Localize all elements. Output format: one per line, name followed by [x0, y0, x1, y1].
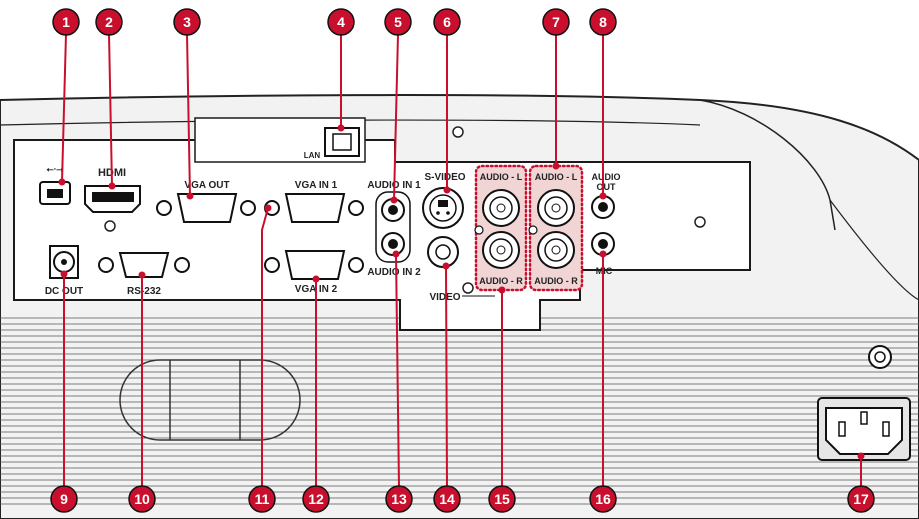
mic-label: MIC [596, 266, 613, 276]
callout-anchor-7 [552, 162, 560, 170]
audio-out-label-1: AUDIO [592, 172, 621, 182]
usb-label: ⭠∙⭢ [47, 164, 65, 174]
callout-5: 5 [384, 8, 412, 36]
callout-anchor-10 [138, 271, 146, 279]
callout-number: 5 [394, 14, 402, 30]
callout-number: 14 [439, 491, 455, 507]
body-knob [868, 345, 892, 369]
callout-number: 12 [308, 491, 324, 507]
audio-out-label-2: OUT [597, 182, 617, 192]
callout-leader-14 [445, 265, 448, 488]
callout-anchor-13 [392, 250, 400, 258]
callout-10: 10 [128, 485, 156, 513]
rs232-label: RS-232 [127, 286, 161, 297]
callout-anchor-11 [264, 204, 272, 212]
callout-8: 8 [589, 8, 617, 36]
svideo-label: S-VIDEO [424, 172, 465, 183]
callout-16: 16 [589, 485, 617, 513]
callout-6: 6 [433, 8, 461, 36]
callout-anchor-16 [599, 250, 607, 258]
callout-leader-5 [393, 33, 399, 201]
callout-7: 7 [542, 8, 570, 36]
audio-lr-group-1: AUDIO - L AUDIO - R [474, 164, 528, 292]
callout-anchor-6 [443, 186, 451, 194]
callout-number: 15 [494, 491, 510, 507]
callout-number: 4 [337, 14, 345, 30]
callout-anchor-15 [498, 286, 506, 294]
callout-1: 1 [52, 8, 80, 36]
lan-label: LAN [304, 151, 321, 160]
callout-anchor-4 [337, 124, 345, 132]
callout-anchor-1 [58, 178, 66, 186]
callout-anchor-8 [599, 192, 607, 200]
callout-number: 9 [60, 491, 68, 507]
callout-number: 10 [134, 491, 150, 507]
callout-number: 13 [391, 491, 407, 507]
callout-number: 6 [443, 14, 451, 30]
hdmi-port: HDMI [84, 167, 141, 213]
callout-number: 17 [853, 491, 869, 507]
callout-anchor-12 [312, 275, 320, 283]
speaker-grille [119, 359, 301, 441]
callout-anchor-14 [442, 262, 450, 270]
callout-anchor-3 [186, 192, 194, 200]
callout-leader-2 [108, 33, 113, 187]
callout-number: 8 [599, 14, 607, 30]
callout-number: 11 [255, 491, 270, 507]
callout-leader-13 [395, 253, 400, 488]
callout-2: 2 [95, 8, 123, 36]
audio-r-label-1: AUDIO - R [479, 276, 523, 286]
callout-14: 14 [433, 485, 461, 513]
callout-leader-11 [261, 207, 269, 487]
callout-leader-lines [58, 33, 865, 488]
callout-9: 9 [50, 485, 78, 513]
callout-number: 7 [552, 14, 560, 30]
callout-anchor-5 [390, 196, 398, 204]
callout-number: 3 [183, 14, 191, 30]
audio-l-label-2: AUDIO - L [535, 172, 578, 182]
audio-lr-group-2: AUDIO - L AUDIO - R [528, 164, 584, 292]
vga-in1-label: VGA IN 1 [295, 180, 338, 191]
audio-out-mic-ports: AUDIO OUT MIC [591, 172, 621, 276]
vga-out-label: VGA OUT [184, 180, 229, 191]
ac-power-socket [817, 397, 911, 461]
callout-anchor-2 [108, 182, 116, 190]
callout-3: 3 [173, 8, 201, 36]
callout-17: 17 [847, 485, 875, 513]
rs232-port: RS-232 [98, 252, 190, 297]
callout-4: 4 [327, 8, 355, 36]
callout-anchor-17 [857, 452, 865, 460]
callout-leader-1 [61, 33, 67, 183]
callout-12: 12 [302, 485, 330, 513]
audio-in2-label: AUDIO IN 2 [367, 267, 421, 278]
screws [104, 126, 706, 294]
usb-port: ⭠∙⭢ [39, 164, 71, 205]
callout-leader-3 [186, 33, 191, 197]
callout-13: 13 [385, 485, 413, 513]
callout-11: 11 [248, 485, 276, 513]
vent-grille [0, 317, 919, 505]
audio-l-label-1: AUDIO - L [480, 172, 523, 182]
callout-number: 2 [105, 14, 113, 30]
callout-number: 1 [62, 14, 70, 30]
callout-number: 16 [595, 491, 611, 507]
audio-r-label-2: AUDIO - R [534, 276, 578, 286]
vga-out-port: VGA OUT [156, 180, 256, 223]
video-label: VIDEO [429, 292, 460, 303]
callout-15: 15 [488, 485, 516, 513]
callout-anchor-9 [60, 270, 68, 278]
